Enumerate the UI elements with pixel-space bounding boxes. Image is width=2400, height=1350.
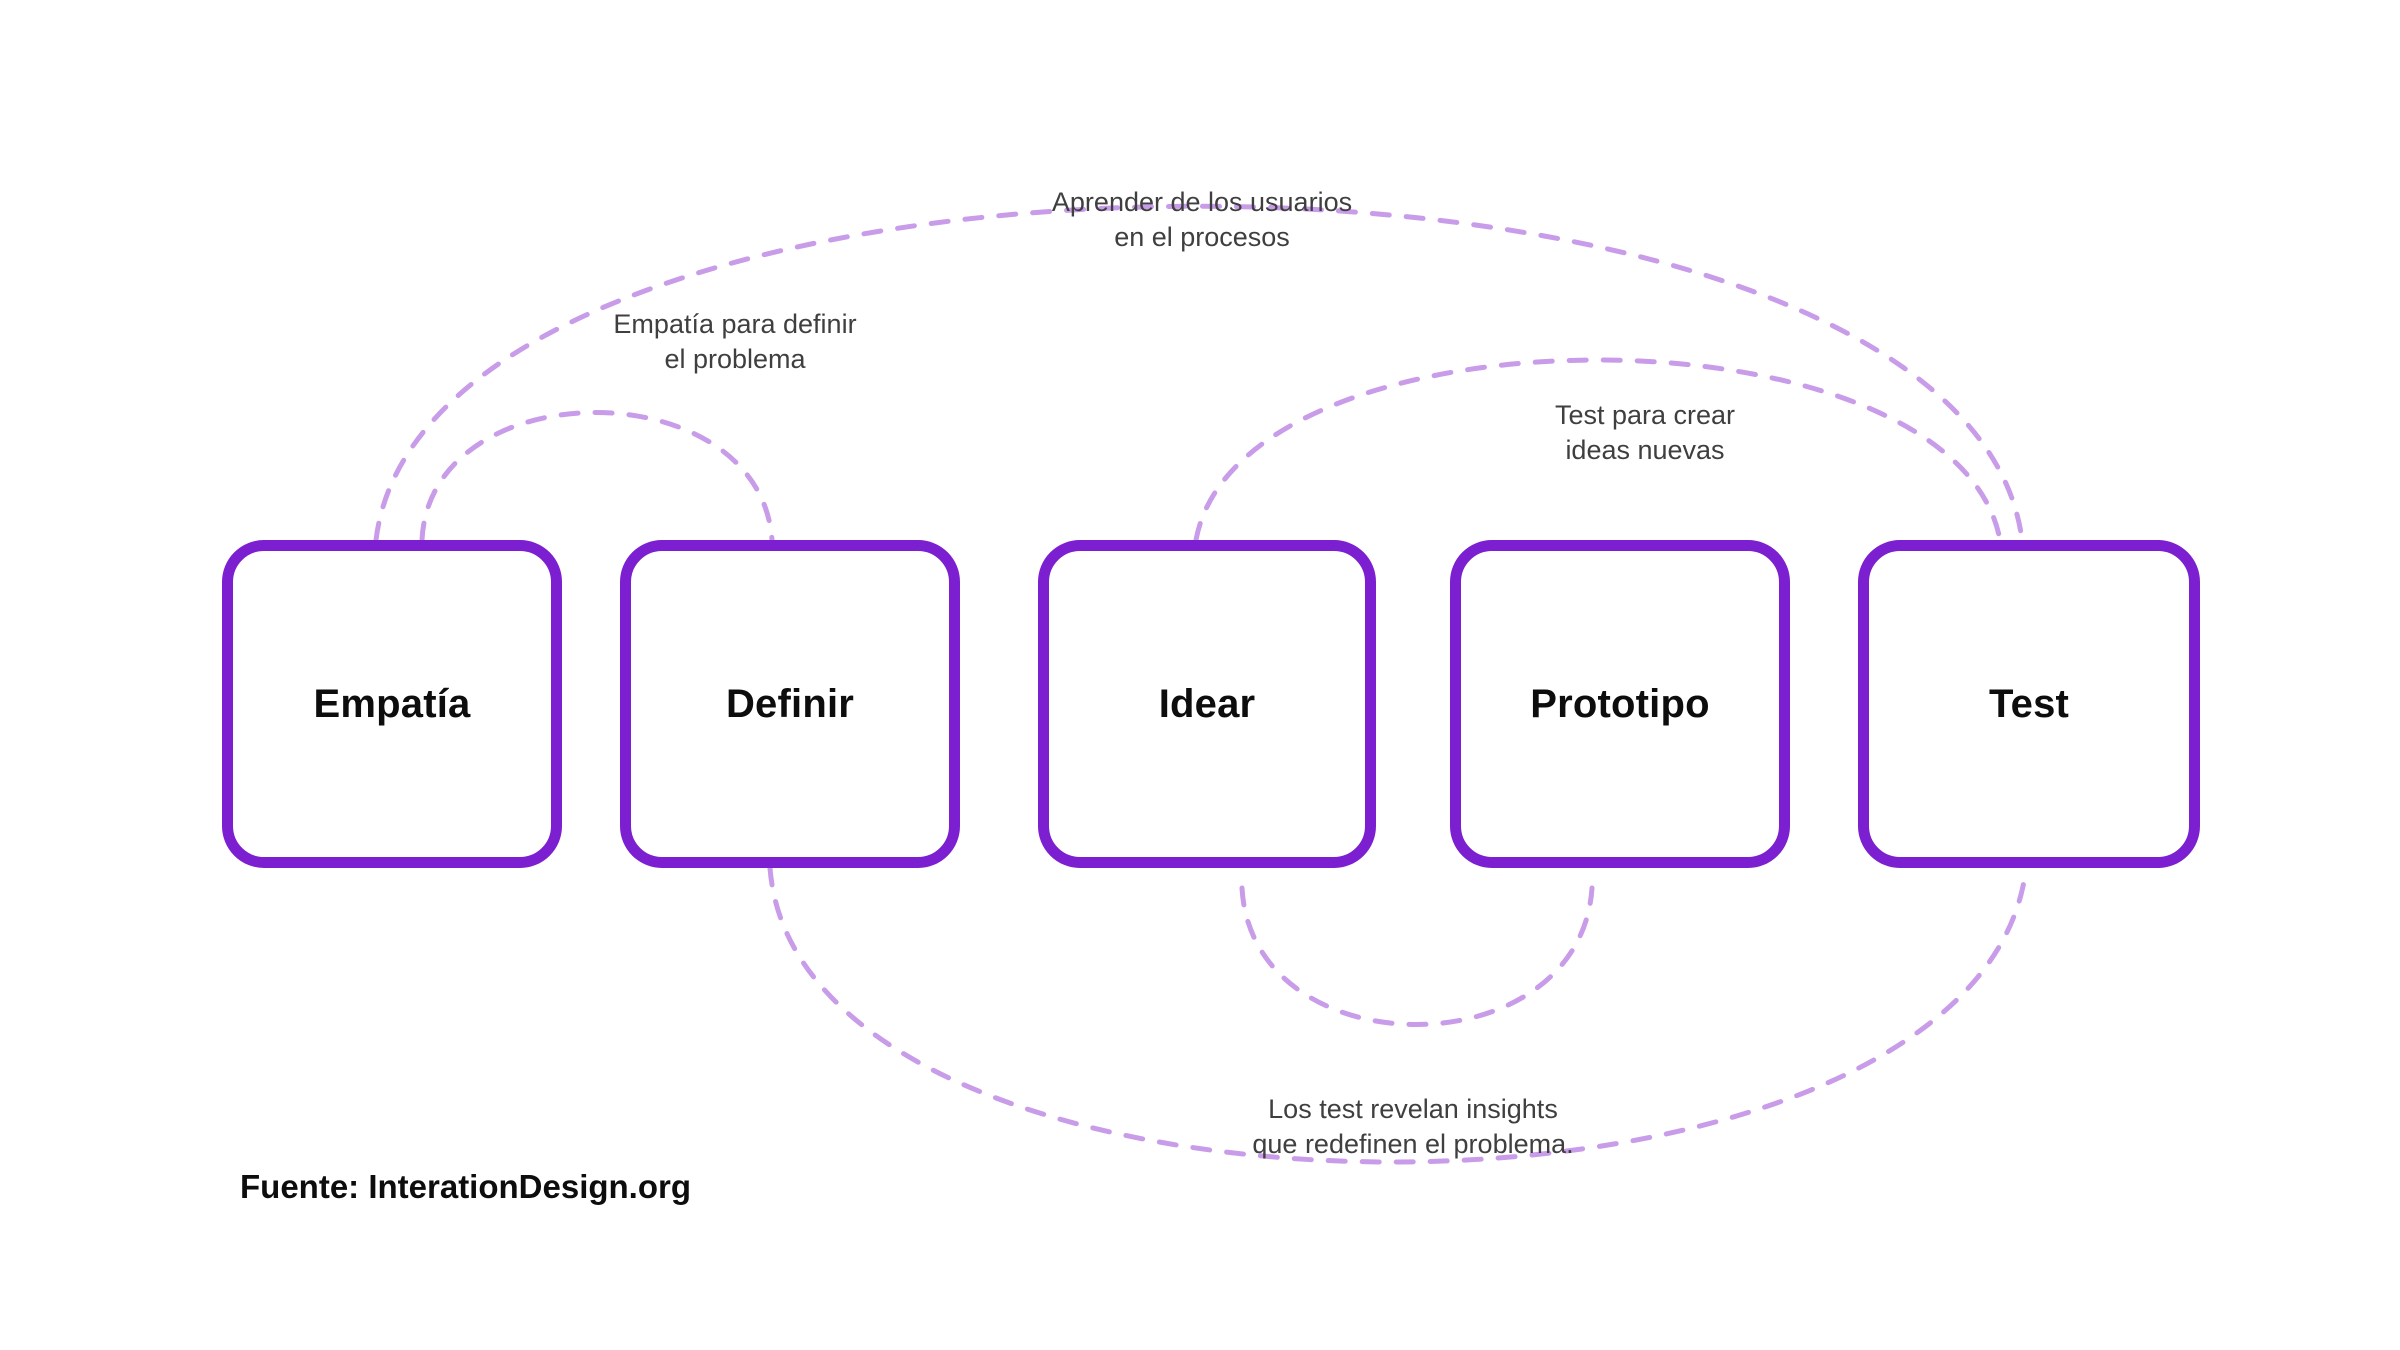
stage-label-empatia: Empatía	[313, 681, 471, 726]
stage-box-definir[interactable]: Definir	[620, 540, 960, 868]
stage-box-idear[interactable]: Idear	[1038, 540, 1376, 868]
caption-los-test-revelan-insights: Los test revelan insights que redefinen …	[1252, 1094, 1574, 1160]
caption-test-para-crear: Test para crear ideas nuevas	[1554, 400, 1736, 466]
stage-box-empatia[interactable]: Empatía	[222, 540, 562, 868]
connector-empatia-to-definir-arc	[419, 410, 775, 543]
stage-label-test: Test	[1988, 681, 2070, 726]
caption-empatia-para-definir: Empatía para definir el problema	[613, 309, 857, 375]
stage-box-test[interactable]: Test	[1858, 540, 2200, 868]
stage-label-definir: Definir	[725, 681, 855, 726]
source-credit: Fuente: InterationDesign.org	[240, 1168, 692, 1205]
stage-label-idear: Idear	[1158, 681, 1256, 726]
stage-box-prototipo[interactable]: Prototipo	[1450, 540, 1790, 868]
connector-idear-to-prototipo-lower-arc	[1239, 885, 1595, 1027]
caption-aprender-de-los-usuarios: Aprender de los usuarios en el procesos	[1051, 187, 1353, 253]
stage-label-prototipo: Prototipo	[1530, 681, 1710, 726]
